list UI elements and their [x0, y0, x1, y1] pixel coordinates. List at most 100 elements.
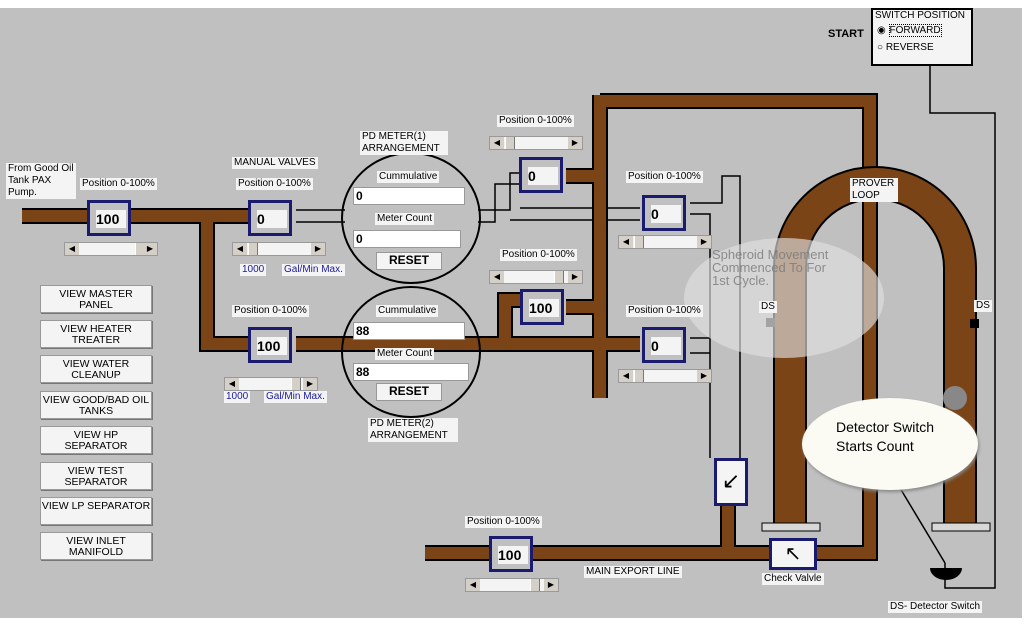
valve-inlet-slider[interactable]: ◀▶ [64, 242, 158, 256]
radio-forward[interactable]: ◉ FORWARD [873, 24, 971, 37]
flow-unit: Gal/Min Max. [264, 391, 327, 403]
view-lp-separator-button[interactable]: VIEW LP SEPARATOR [40, 497, 152, 525]
right-arrow-icon[interactable]: ▶ [303, 378, 317, 390]
meter1-cumulative-field[interactable]: 0 [353, 187, 465, 205]
slider-thumb[interactable] [634, 236, 644, 248]
prover-control-screen: Spheroid Movement Commenced To For 1st C… [0, 8, 1022, 618]
right-arrow-icon[interactable]: ▶ [568, 137, 582, 149]
valve-value: 100 [257, 337, 287, 355]
switch-title: SWITCH POSITION [875, 10, 965, 21]
left-arrow-icon[interactable]: ◀ [490, 137, 504, 149]
valve-meter1-out[interactable]: 0 [642, 195, 686, 231]
slider-thumb[interactable] [291, 378, 301, 390]
view-water-cleanup-button[interactable]: VIEW WATER CLEANUP [40, 355, 152, 383]
meter2-cumulative-field[interactable]: 88 [353, 322, 465, 340]
view-test-separator-button[interactable]: VIEW TEST SEPARATOR [40, 462, 152, 490]
valve-upper-cross-slider[interactable]: ◀▶ [489, 136, 583, 150]
valve-meter2-in[interactable]: 100 [248, 327, 292, 363]
valve-upper-cross[interactable]: 0 [519, 157, 563, 193]
switch-wire [929, 63, 996, 589]
slider-thumb[interactable] [248, 243, 258, 255]
cumulative-label: Cummulative [377, 171, 440, 183]
valve-value: 100 [96, 210, 126, 228]
flow-max-value: 1000 [240, 264, 267, 276]
meter-count-label: Meter Count [375, 213, 435, 225]
ds-label-left: DS [759, 301, 777, 313]
meter-count-label: Meter Count [375, 348, 435, 360]
switch-position-box: SWITCH POSITION ◉ FORWARD ○ REVERSE [871, 8, 973, 66]
start-label: START [828, 28, 864, 40]
meter1-count-field[interactable]: 0 [353, 230, 461, 248]
left-arrow-icon[interactable]: ◀ [233, 243, 247, 255]
source-label: From Good Oil Tank PAX Pump. [6, 163, 76, 199]
check-valve[interactable]: ↖ [769, 538, 817, 570]
left-arrow-icon[interactable]: ◀ [619, 370, 633, 382]
right-arrow-icon[interactable]: ▶ [568, 271, 582, 283]
valve-meter1-in[interactable]: 0 [248, 200, 292, 236]
faded-bubble-text: Spheroid Movement Commenced To For 1st C… [712, 247, 829, 288]
meter2-reset-button[interactable]: RESET [376, 383, 442, 401]
valve-export[interactable]: 100 [489, 536, 533, 572]
right-arrow-icon[interactable]: ▶ [544, 579, 558, 591]
valve-value: 0 [528, 167, 558, 185]
valve-meter2-in-slider[interactable]: ◀▶ [224, 377, 318, 391]
position-label: Position 0-100% [236, 178, 313, 190]
pd-meter-2 [341, 286, 481, 418]
position-label: Position 0-100% [626, 171, 703, 183]
meter2-count-field[interactable]: 88 [353, 363, 469, 381]
slider-thumb[interactable] [505, 137, 515, 149]
faded-speech-bubble [684, 238, 884, 358]
forward-label: FORWARD [888, 24, 942, 37]
pd-meter-1-title: PD METER(1) ARRANGEMENT [360, 131, 448, 155]
detector-wire [899, 487, 946, 564]
meter1-reset-button[interactable]: RESET [376, 252, 442, 270]
position-label: Position 0-100% [232, 305, 309, 317]
loop-flange-left [761, 522, 821, 532]
spheroid-ball [943, 386, 967, 410]
radio-reverse[interactable]: ○ REVERSE [873, 42, 971, 53]
valve-meter1-in-slider[interactable]: ◀▶ [232, 242, 326, 256]
valve-value: 0 [257, 210, 287, 228]
view-master-panel-button[interactable]: VIEW MASTER PANEL [40, 285, 152, 313]
prover-loop-label: PROVER LOOP [850, 178, 898, 202]
manual-valves-label: MANUAL VALVES [232, 157, 318, 169]
valve-export-slider[interactable]: ◀▶ [465, 578, 559, 592]
ds-legend-label: DS- Detector Switch [888, 601, 983, 613]
cumulative-label: Cummulative [376, 305, 439, 317]
valve-value: 100 [529, 299, 559, 317]
view-heater-treater-button[interactable]: VIEW HEATER TREATER [40, 320, 152, 348]
slider-thumb[interactable] [554, 271, 564, 283]
view-hp-separator-button[interactable]: VIEW HP SEPARATOR [40, 426, 152, 454]
right-arrow-icon[interactable]: ▶ [697, 370, 711, 382]
reverse-label: REVERSE [885, 42, 934, 53]
valve-lower-cross[interactable]: 100 [520, 289, 564, 325]
valve-value: 0 [651, 337, 681, 355]
flow-direction-valve[interactable]: ↙ [714, 458, 748, 506]
empty-pipes [296, 63, 996, 589]
left-arrow-icon[interactable]: ◀ [65, 243, 79, 255]
left-arrow-icon[interactable]: ◀ [225, 378, 239, 390]
ds-label-right: DS [974, 300, 992, 312]
pd-meter-2-title: PD METER(2) ARRANGEMENT [368, 418, 458, 442]
left-arrow-icon[interactable]: ◀ [490, 271, 504, 283]
ds-sensor-right [970, 319, 979, 328]
right-arrow-icon[interactable]: ▶ [143, 243, 157, 255]
view-oil-tanks-button[interactable]: VIEW GOOD/BAD OIL TANKS [40, 391, 152, 419]
radio-selected-icon[interactable]: ◉ [877, 25, 886, 36]
valve-lower-cross-slider[interactable]: ◀▶ [489, 270, 583, 284]
position-label: Position 0-100% [626, 305, 703, 317]
view-inlet-manifold-button[interactable]: VIEW INLET MANIFOLD [40, 532, 152, 560]
valve-meter1-out-slider[interactable]: ◀▶ [618, 235, 712, 249]
valve-meter2-out[interactable]: 0 [642, 327, 686, 363]
left-arrow-icon[interactable]: ◀ [619, 236, 633, 248]
valve-meter2-out-slider[interactable]: ◀▶ [618, 369, 712, 383]
position-label: Position 0-100% [465, 516, 542, 528]
slider-thumb[interactable] [530, 579, 540, 591]
left-arrow-icon[interactable]: ◀ [466, 579, 480, 591]
right-arrow-icon[interactable]: ▶ [697, 236, 711, 248]
position-label: Position 0-100% [497, 115, 574, 127]
slider-thumb[interactable] [634, 370, 644, 382]
valve-inlet[interactable]: 100 [87, 200, 131, 236]
right-arrow-icon[interactable]: ▶ [311, 243, 325, 255]
radio-empty-icon[interactable]: ○ [877, 42, 884, 53]
